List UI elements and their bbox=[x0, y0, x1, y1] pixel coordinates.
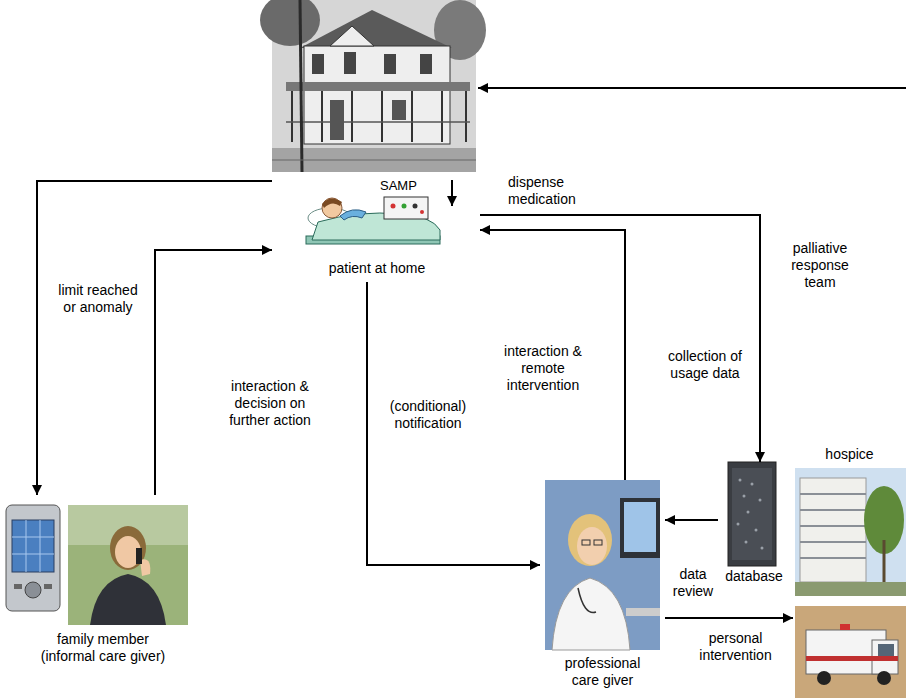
edge-label: interaction & remote intervention bbox=[488, 343, 598, 393]
node-text: patient at home bbox=[292, 260, 462, 277]
connector-arrow bbox=[37, 181, 272, 495]
house-photo bbox=[260, 0, 486, 172]
node-text: SAMP bbox=[380, 178, 430, 194]
node-text: professional care giver bbox=[555, 655, 650, 689]
connector-arrow bbox=[155, 250, 272, 495]
patient-node: SAMP patient at home bbox=[272, 2, 480, 282]
family-member-photo bbox=[68, 505, 188, 625]
database-device bbox=[728, 462, 776, 566]
node-text: family member (informal care giver) bbox=[28, 631, 178, 665]
connector-arrow bbox=[367, 282, 540, 565]
database-node: database bbox=[718, 462, 792, 590]
ambulance-photo bbox=[795, 606, 906, 698]
node-text: hospice bbox=[793, 446, 906, 463]
node-text: database bbox=[718, 568, 790, 585]
intervention-arrow bbox=[665, 617, 793, 619]
care-giver-node: professional care giver bbox=[540, 480, 665, 698]
phone-icon bbox=[6, 505, 60, 611]
edge-label: data review bbox=[668, 566, 718, 600]
hospice-node: hospice bbox=[793, 444, 908, 598]
annotation-label: personal intervention bbox=[688, 630, 783, 664]
connector-arrow bbox=[665, 519, 718, 521]
patient-illustration bbox=[306, 198, 440, 244]
care-giver-photo bbox=[545, 480, 660, 650]
connector-arrow bbox=[480, 215, 760, 462]
palliative-arrow bbox=[478, 87, 906, 89]
family-member-node: family member (informal care giver) bbox=[3, 495, 203, 670]
dispense-arrow bbox=[451, 180, 453, 206]
annotation-label: palliative response team bbox=[780, 240, 860, 290]
edge-label: interaction & decision on further action bbox=[215, 378, 325, 428]
edge-label: limit reached or anomaly bbox=[52, 282, 144, 316]
hospice-photo bbox=[795, 468, 906, 596]
connector-arrow bbox=[480, 230, 625, 480]
edge-label: collection of usage data bbox=[656, 348, 754, 382]
samp-device bbox=[384, 197, 428, 219]
edge-label: (conditional) notification bbox=[378, 398, 478, 432]
annotation-label: dispense medication bbox=[508, 174, 598, 208]
